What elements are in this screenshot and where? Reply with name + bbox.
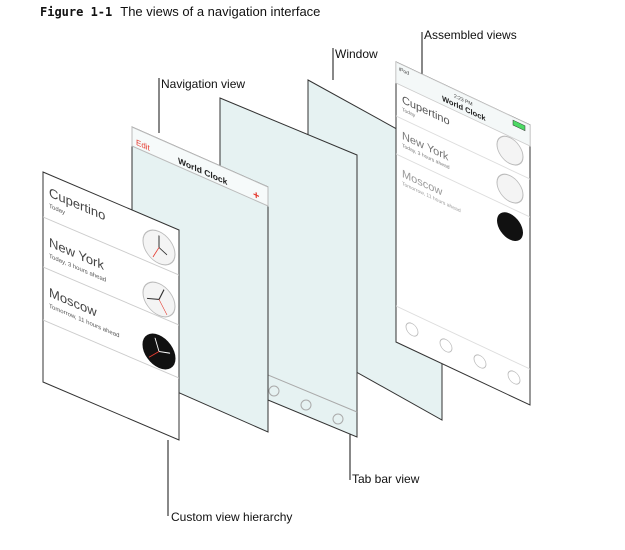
label-tab-bar-view: Tab bar view (352, 472, 420, 486)
clock-icon (142, 281, 176, 318)
figure-caption: Figure 1-1 The views of a navigation inte… (40, 4, 320, 19)
clock-icon (496, 173, 524, 204)
label-assembled-views: Assembled views (424, 28, 517, 42)
status-left: iPod (399, 67, 409, 77)
label-custom-view-hierarchy: Custom view hierarchy (171, 510, 293, 524)
clock-icon (142, 229, 176, 266)
nav-add-label: + (253, 189, 260, 203)
clock-icon (496, 135, 524, 166)
figure-title: The views of a navigation interface (120, 4, 321, 19)
label-window: Window (335, 47, 378, 61)
clock-icon (497, 212, 523, 242)
assembled-panel: iPod 2:23 PM World Clock Cupertino Today… (395, 61, 531, 406)
battery-icon (512, 119, 526, 132)
tab-stopwatch-icon (473, 354, 487, 369)
tab-timer-icon (507, 370, 521, 385)
tab-alarm-icon (439, 338, 453, 353)
clock-icon (142, 333, 176, 370)
tab-world-clock-icon (405, 322, 419, 337)
figure-number: Figure 1-1 (40, 5, 113, 19)
label-navigation-view: Navigation view (161, 77, 246, 91)
custom-view-panel: Cupertino Today New York Today, 3 hours … (42, 171, 180, 441)
